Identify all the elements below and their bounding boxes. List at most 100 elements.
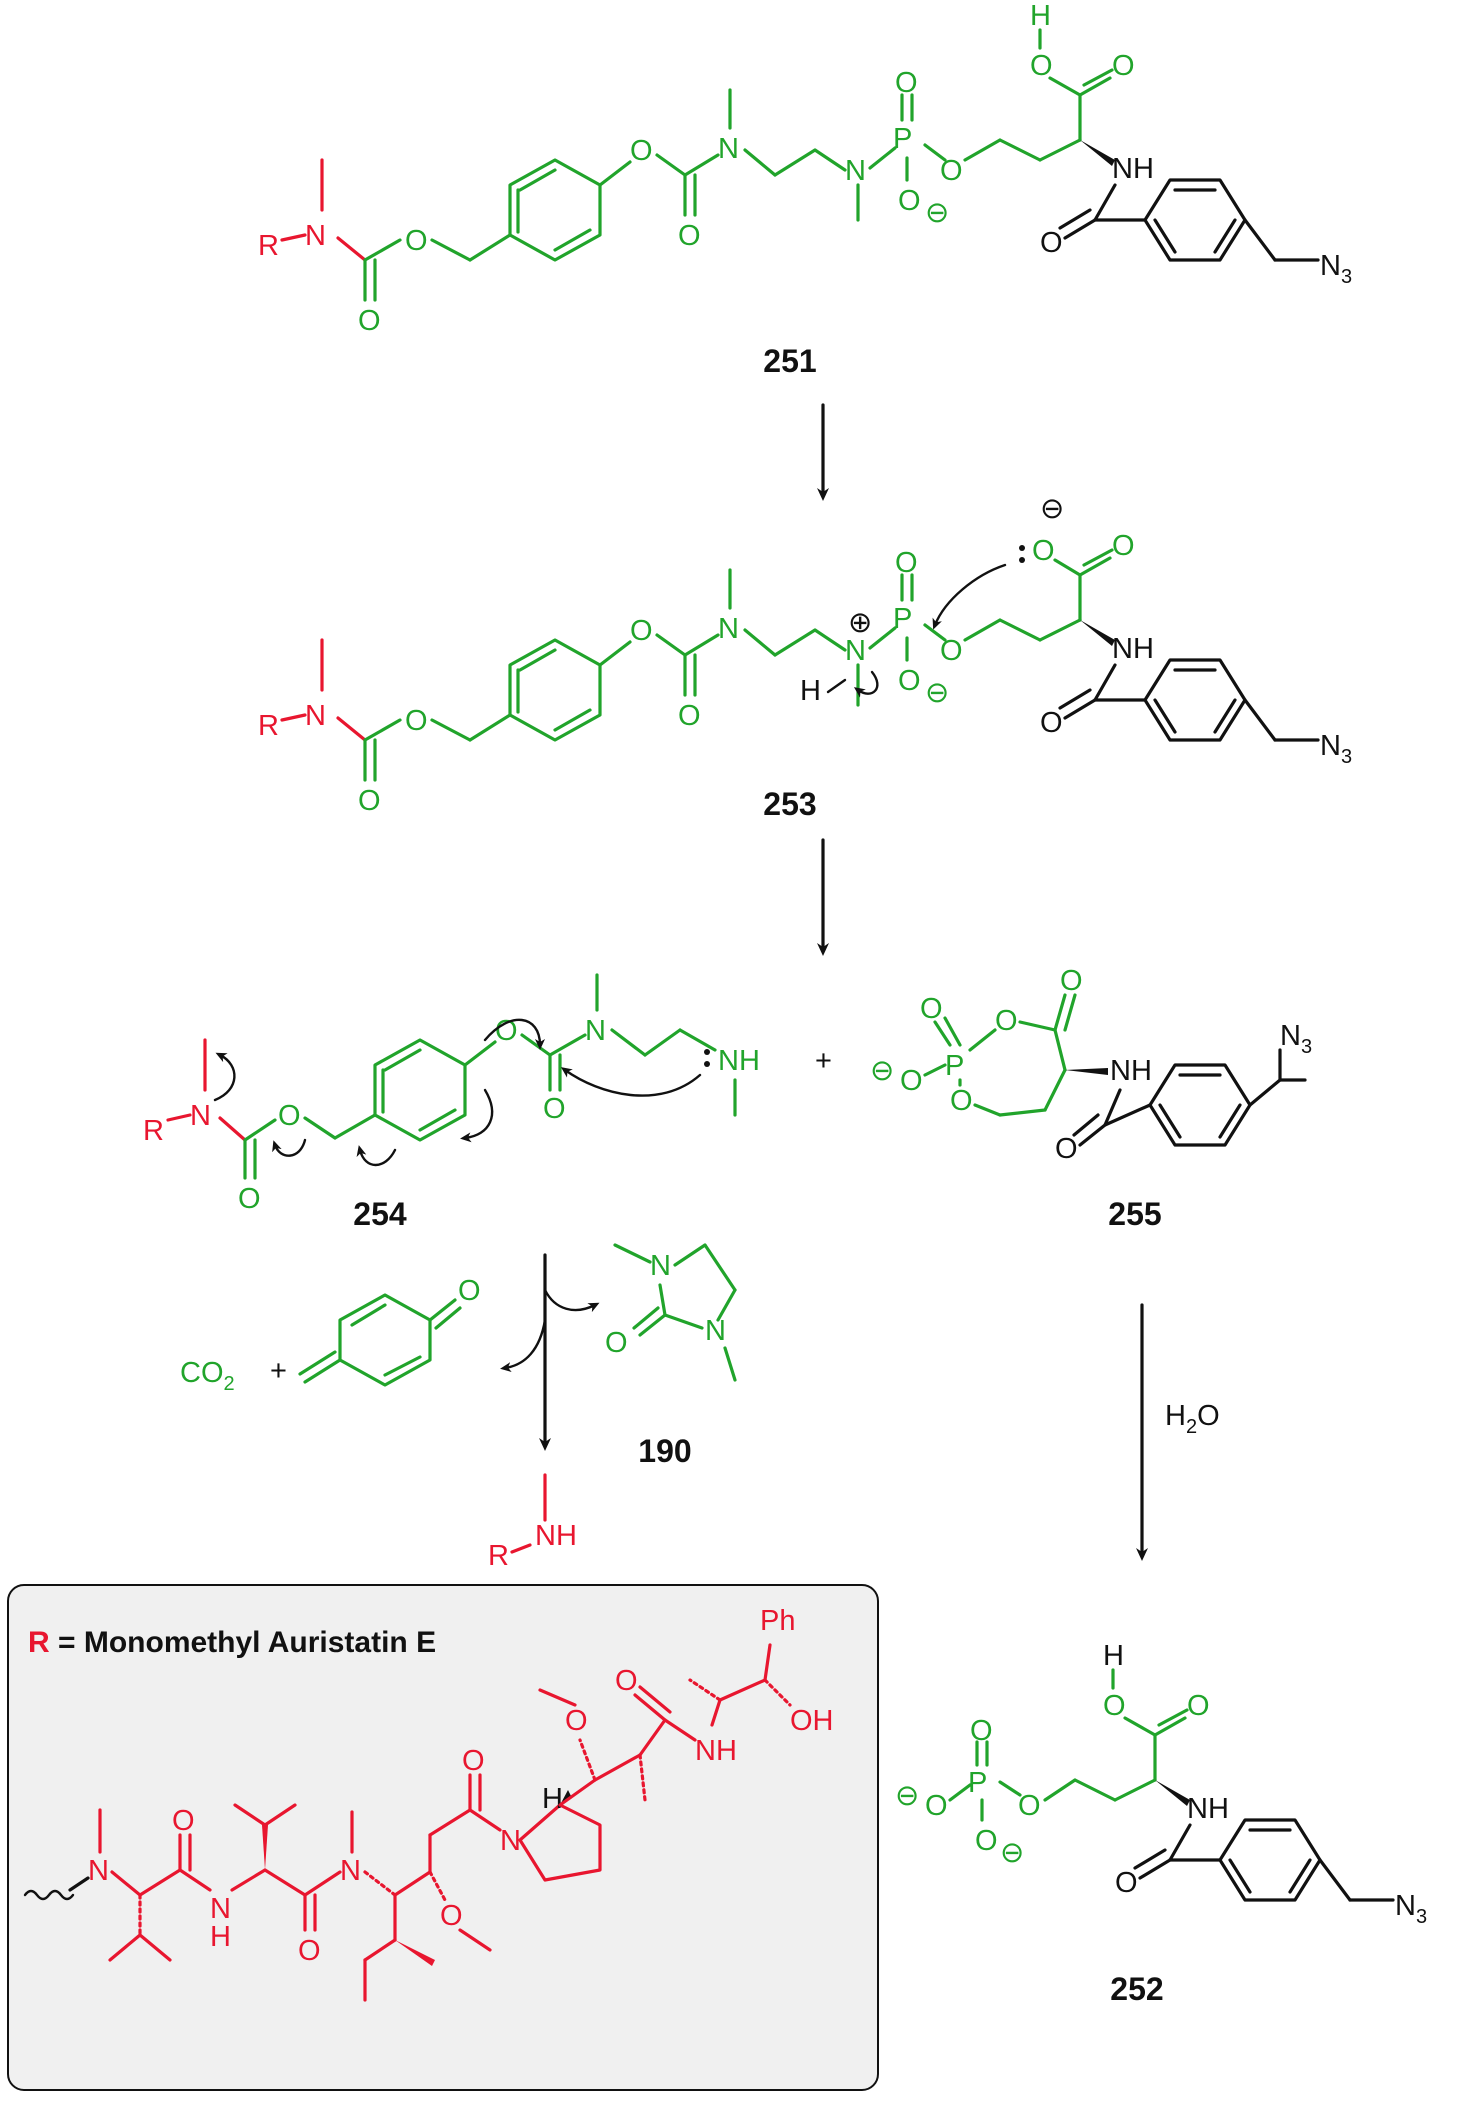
atom-O: O xyxy=(920,993,943,1025)
compound-label-251: 251 xyxy=(763,343,816,379)
atom-O: O xyxy=(278,1100,301,1132)
atom-O: O xyxy=(615,1665,638,1697)
atom-O: O xyxy=(565,1705,588,1737)
charge-minus: ⊖ xyxy=(925,677,949,709)
atom-N: N xyxy=(340,1855,361,1887)
atom-O: O xyxy=(1040,707,1063,739)
atom-O: O xyxy=(678,220,701,252)
atom-R: R xyxy=(143,1115,164,1147)
atom-P: P xyxy=(968,1767,987,1799)
atom-R: R xyxy=(258,230,279,262)
atom-O: O xyxy=(1112,530,1135,562)
atom-O: O xyxy=(630,615,653,647)
atom-O: O xyxy=(925,1790,948,1822)
atom-O: O xyxy=(898,665,921,697)
atom-N: N xyxy=(845,635,866,667)
charge-minus: ⊖ xyxy=(870,1055,894,1087)
atom-O: O xyxy=(970,1715,993,1747)
atom-O: O xyxy=(898,185,921,217)
atom-O: O xyxy=(172,1805,195,1837)
atom-O: O xyxy=(238,1183,261,1215)
atom-NH: NH xyxy=(1112,633,1154,665)
compound-label-252: 252 xyxy=(1110,1971,1163,2007)
atom-O: O xyxy=(358,305,381,337)
atom-O: O xyxy=(1187,1690,1210,1722)
charge-minus: ⊖ xyxy=(1040,493,1064,525)
atom-N3: N3 xyxy=(1320,730,1352,768)
atom-N: N xyxy=(88,1855,109,1887)
atom-O: O xyxy=(1018,1790,1041,1822)
atom-NH: NH xyxy=(1112,153,1154,185)
compound-252: ⊖ O P O O ⊖ O O O H NH O N3 xyxy=(895,1640,1427,2007)
atom-R: R xyxy=(488,1540,509,1572)
atom-O: O xyxy=(630,135,653,167)
compound-254: N R O O O O N NH 254 xyxy=(143,973,760,1232)
atom-N: N xyxy=(305,700,326,732)
atom-O: O xyxy=(975,1825,998,1857)
atom-H: H xyxy=(1030,0,1051,32)
box-title: R = Monomethyl Auristatin E xyxy=(28,1626,436,1659)
atom-O: O xyxy=(405,705,428,737)
released-drug: NH R xyxy=(488,1473,577,1572)
compound-label-253: 253 xyxy=(763,786,816,822)
hydrolysis-arrow: H2O xyxy=(1136,1303,1220,1561)
atom-O: O xyxy=(543,1093,566,1125)
atom-H: H xyxy=(542,1783,563,1815)
atom-N: N xyxy=(650,1250,671,1282)
plus-sign: + xyxy=(815,1045,832,1077)
atom-O: O xyxy=(605,1327,628,1359)
compound-253: N R O O O O N N ⊕ H P O O ⊖ xyxy=(258,493,1352,822)
atom-N3: N3 xyxy=(1320,250,1352,288)
charge-plus: ⊕ xyxy=(848,607,872,639)
atom-NH: NH xyxy=(718,1045,760,1077)
atom-P: P xyxy=(945,1050,964,1082)
water-label: H2O xyxy=(1165,1400,1220,1438)
atom-O: O xyxy=(900,1065,923,1097)
atom-O: O xyxy=(895,547,918,579)
atom-NH: NH xyxy=(695,1735,737,1767)
atom-O: O xyxy=(405,225,428,257)
atom-N: N xyxy=(718,133,739,165)
atom-OH: OH xyxy=(790,1705,834,1737)
atom-O: O xyxy=(358,785,381,817)
compound-label-254: 254 xyxy=(353,1196,407,1232)
atom-N: N xyxy=(705,1315,726,1347)
atom-N: N xyxy=(305,220,326,252)
atom-O: O xyxy=(895,67,918,99)
fragmentation-arrow xyxy=(500,1253,600,1451)
atom-H: H xyxy=(800,675,821,707)
atom-NH: NH xyxy=(1110,1055,1152,1087)
atom-O: O xyxy=(1030,50,1053,82)
plus-sign: + xyxy=(270,1355,287,1387)
atom-NH: NH xyxy=(1187,1793,1229,1825)
atom-O: O xyxy=(440,1900,463,1932)
charge-minus: ⊖ xyxy=(1000,1837,1024,1869)
charge-minus: ⊖ xyxy=(895,1780,919,1812)
atom-P: P xyxy=(893,123,912,155)
byproducts: CO2 + O xyxy=(180,1275,481,1395)
atom-O: O xyxy=(1032,535,1055,567)
atom-N: N xyxy=(500,1825,521,1857)
atom-R: R xyxy=(258,710,279,742)
atom-O: O xyxy=(940,155,963,187)
atom-N: N xyxy=(585,1015,606,1047)
charge-minus: ⊖ xyxy=(925,197,949,229)
atom-O: O xyxy=(995,1005,1018,1037)
atom-O: O xyxy=(678,700,701,732)
atom-O: O xyxy=(462,1745,485,1777)
compound-label-190: 190 xyxy=(638,1433,691,1469)
atom-O: O xyxy=(495,1015,518,1047)
atom-O: O xyxy=(458,1275,481,1307)
atom-P: P xyxy=(893,603,912,635)
atom-O: O xyxy=(1060,965,1083,997)
atom-N: N xyxy=(845,155,866,187)
atom-O: O xyxy=(298,1935,321,1967)
atom-N3: N3 xyxy=(1395,1890,1427,1928)
atom-O: O xyxy=(1055,1133,1078,1165)
atom-O: O xyxy=(1040,227,1063,259)
compound-251: N R O O O O N N P O O ⊖ xyxy=(258,0,1352,379)
atom-NH: NH xyxy=(535,1520,577,1552)
compound-label-255: 255 xyxy=(1108,1196,1161,1232)
